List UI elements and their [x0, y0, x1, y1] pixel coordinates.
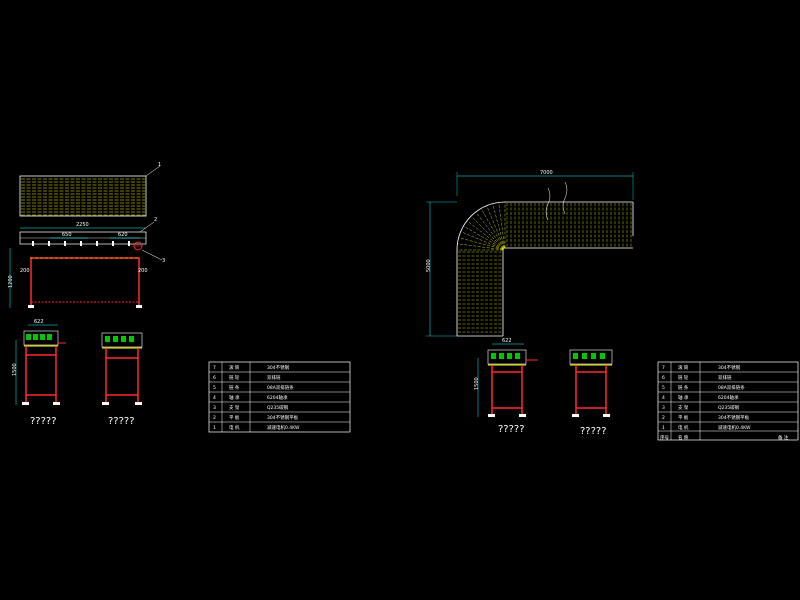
table-left-cell: 304不锈钢 — [267, 364, 290, 371]
callout-3: 3 — [162, 258, 165, 264]
caption-right-2: ????? — [580, 426, 607, 437]
table-right-cell: 双排链 — [718, 374, 732, 381]
roller-line — [475, 211, 504, 249]
dim-end-height: 1500 — [12, 363, 18, 376]
dim-right-end-height: 1500 — [474, 377, 480, 390]
dim-leg-right: 200 — [138, 268, 148, 274]
end-view-left-1: 622 1500 ????? — [12, 319, 66, 427]
table-left-cell: 双排链 — [267, 374, 281, 381]
table-left-cell: 链 轮 — [229, 374, 240, 381]
side-elevation: 2250 650 620 2 3 — [8, 217, 165, 308]
table-right-cell: 3 — [662, 405, 665, 411]
curved-roller-conveyor-icon — [456, 181, 634, 337]
table-right-cell: 支 架 — [678, 404, 689, 411]
roller-line — [457, 243, 504, 250]
table-right-cell: 轴 承 — [678, 394, 689, 401]
dim-width: 622 — [34, 319, 44, 325]
roller-line — [460, 231, 504, 250]
dim-pitch-b: 620 — [118, 232, 128, 238]
caption-right-1: ????? — [498, 424, 525, 435]
table-left-cell: 链 条 — [229, 384, 240, 391]
callout-2: 2 — [154, 217, 157, 223]
table-left-cell: 支 架 — [229, 404, 240, 411]
table-right-cell: 滚 筒 — [678, 364, 689, 371]
table-left-cell: 7 — [213, 365, 216, 371]
dim-length: 2250 — [76, 222, 89, 228]
table-left-cell: 304不锈钢平板 — [267, 414, 299, 421]
table-right-cell: 6204轴承 — [718, 394, 739, 401]
table-right-cell: 4 — [662, 395, 665, 401]
table-right-cell: 304不锈钢 — [718, 364, 741, 371]
table-left-cell: 3 — [213, 405, 216, 411]
table-right-cell: 7 — [662, 365, 665, 371]
table-left-cell: 1 — [213, 425, 216, 431]
roller-line — [486, 205, 505, 249]
dim-height: 1200 — [8, 275, 14, 288]
table-right-cell: 6 — [662, 375, 665, 381]
callout-1: 1 — [158, 162, 161, 168]
roller-line — [466, 220, 504, 249]
table-left-cell: 6 — [213, 375, 216, 381]
roller-line — [498, 202, 505, 249]
dim-curve-height: 5000 — [426, 259, 432, 272]
table-left-cell: 6204轴承 — [267, 394, 288, 401]
table-right-cell: 1 — [662, 425, 665, 431]
table-right-cell: 链 轮 — [678, 374, 689, 381]
table-left-cell: 平 板 — [229, 414, 240, 421]
table-left-cell: 4 — [213, 395, 216, 401]
dim-leg-left: 200 — [20, 268, 30, 274]
support-frame-icon — [30, 257, 140, 305]
table-left-cell: 2 — [213, 415, 216, 421]
table-right-cell: 2 — [662, 415, 665, 421]
dim-curve-length: 7000 — [540, 170, 553, 176]
caption-end-view-2: ????? — [108, 416, 135, 427]
roller-line — [470, 215, 504, 249]
end-view-right-2: ????? — [569, 349, 613, 437]
roller-lines — [21, 178, 145, 216]
parts-table-left: 7 滚 筒 304不锈钢 6 链 轮 双排链 5 链 条 08A双排链条 4 轴 承 6204轴承 3 支… — [208, 361, 351, 433]
roller-line — [458, 237, 504, 250]
table-left-cell: 轴 承 — [229, 394, 240, 401]
table-left-cell: 电 机 — [229, 424, 240, 431]
table-right-cell: 平 板 — [678, 414, 689, 421]
table-right-cell: 08A双排链条 — [718, 384, 745, 391]
table-right-cell: 链 条 — [678, 384, 689, 391]
dim-right-width: 622 — [502, 338, 512, 344]
table-right-cell: Q235碳钢 — [718, 404, 740, 411]
table-left-cell: 5 — [213, 385, 216, 391]
right-conveyor-drawing: 7000 5000 622 — [426, 170, 634, 437]
table-right-cell: 减速电机0.4KW — [718, 424, 751, 431]
table-right-footer-cell: 序号 — [660, 434, 669, 441]
table-right-footer-cell: 备 注 — [778, 434, 789, 441]
parts-table-right: 7 滚 筒 304不锈钢 6 链 轮 双排链 5 链 条 08A双排链条 4 轴 承 6204轴承 3 支… — [657, 361, 799, 441]
roller-line — [480, 208, 505, 249]
table-right-cell: 5 — [662, 385, 665, 391]
dim-pitch-a: 650 — [62, 232, 72, 238]
table-left-cell: Q235碳钢 — [267, 404, 289, 411]
roller-conveyor-plan-icon: 1 — [19, 162, 161, 217]
roller-line — [492, 203, 505, 249]
table-left-cell: 08A双排链条 — [267, 384, 294, 391]
left-conveyor-drawing: 1 2250 650 620 — [8, 162, 165, 427]
end-view-right-1: 622 1500 ????? — [474, 338, 538, 435]
table-right-cell: 304不锈钢平板 — [718, 414, 750, 421]
table-right-footer-cell: 名 称 — [678, 434, 689, 441]
table-left-cell: 滚 筒 — [229, 364, 240, 371]
table-right-cell: 电 机 — [678, 424, 689, 431]
end-view-left-2: ????? — [101, 332, 143, 427]
roller-line — [463, 225, 504, 250]
table-left-cell: 减速电机0.4KW — [267, 424, 300, 431]
caption-end-view-1: ????? — [30, 416, 57, 427]
